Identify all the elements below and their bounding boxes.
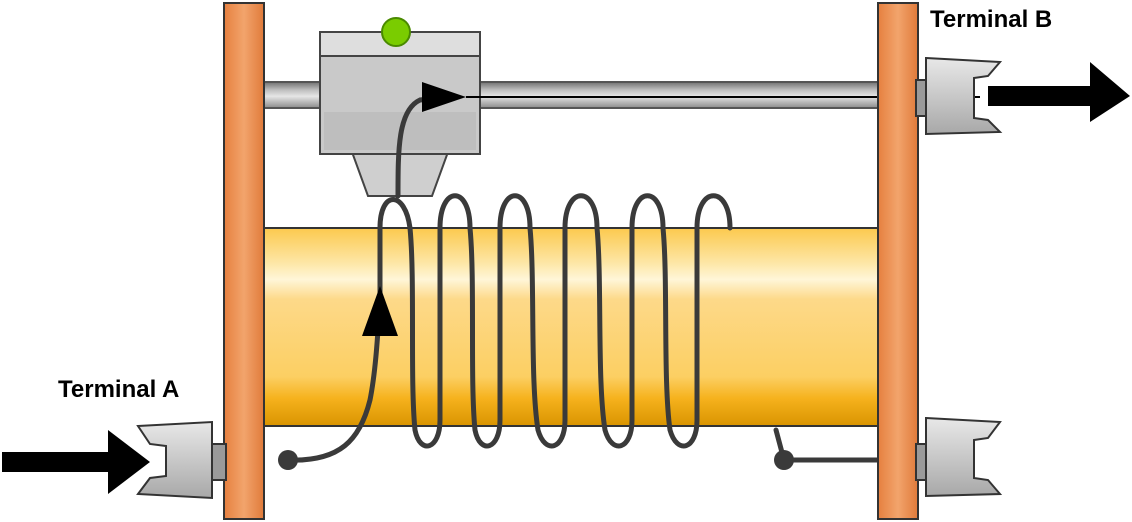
resistance-core <box>263 227 879 427</box>
terminal-b-label: Terminal B <box>930 6 1053 33</box>
terminal-a-clamp[interactable] <box>136 420 227 500</box>
contact-dot-left <box>278 450 298 470</box>
contact-dot-right <box>774 450 794 470</box>
arrow-right-icon <box>2 430 150 494</box>
right-frame-post <box>877 2 919 520</box>
terminal-a-label: Terminal A <box>58 376 180 403</box>
wiper-lead <box>395 95 443 199</box>
left-frame-post <box>223 2 265 520</box>
green-dot-icon <box>381 17 411 47</box>
current-direction-arrow-up <box>362 286 398 336</box>
terminal-b-clamp[interactable] <box>915 56 1003 136</box>
terminal-c-clamp[interactable] <box>915 416 1003 498</box>
current-direction-arrow-right <box>422 82 466 112</box>
arrow-right-icon <box>988 62 1130 122</box>
